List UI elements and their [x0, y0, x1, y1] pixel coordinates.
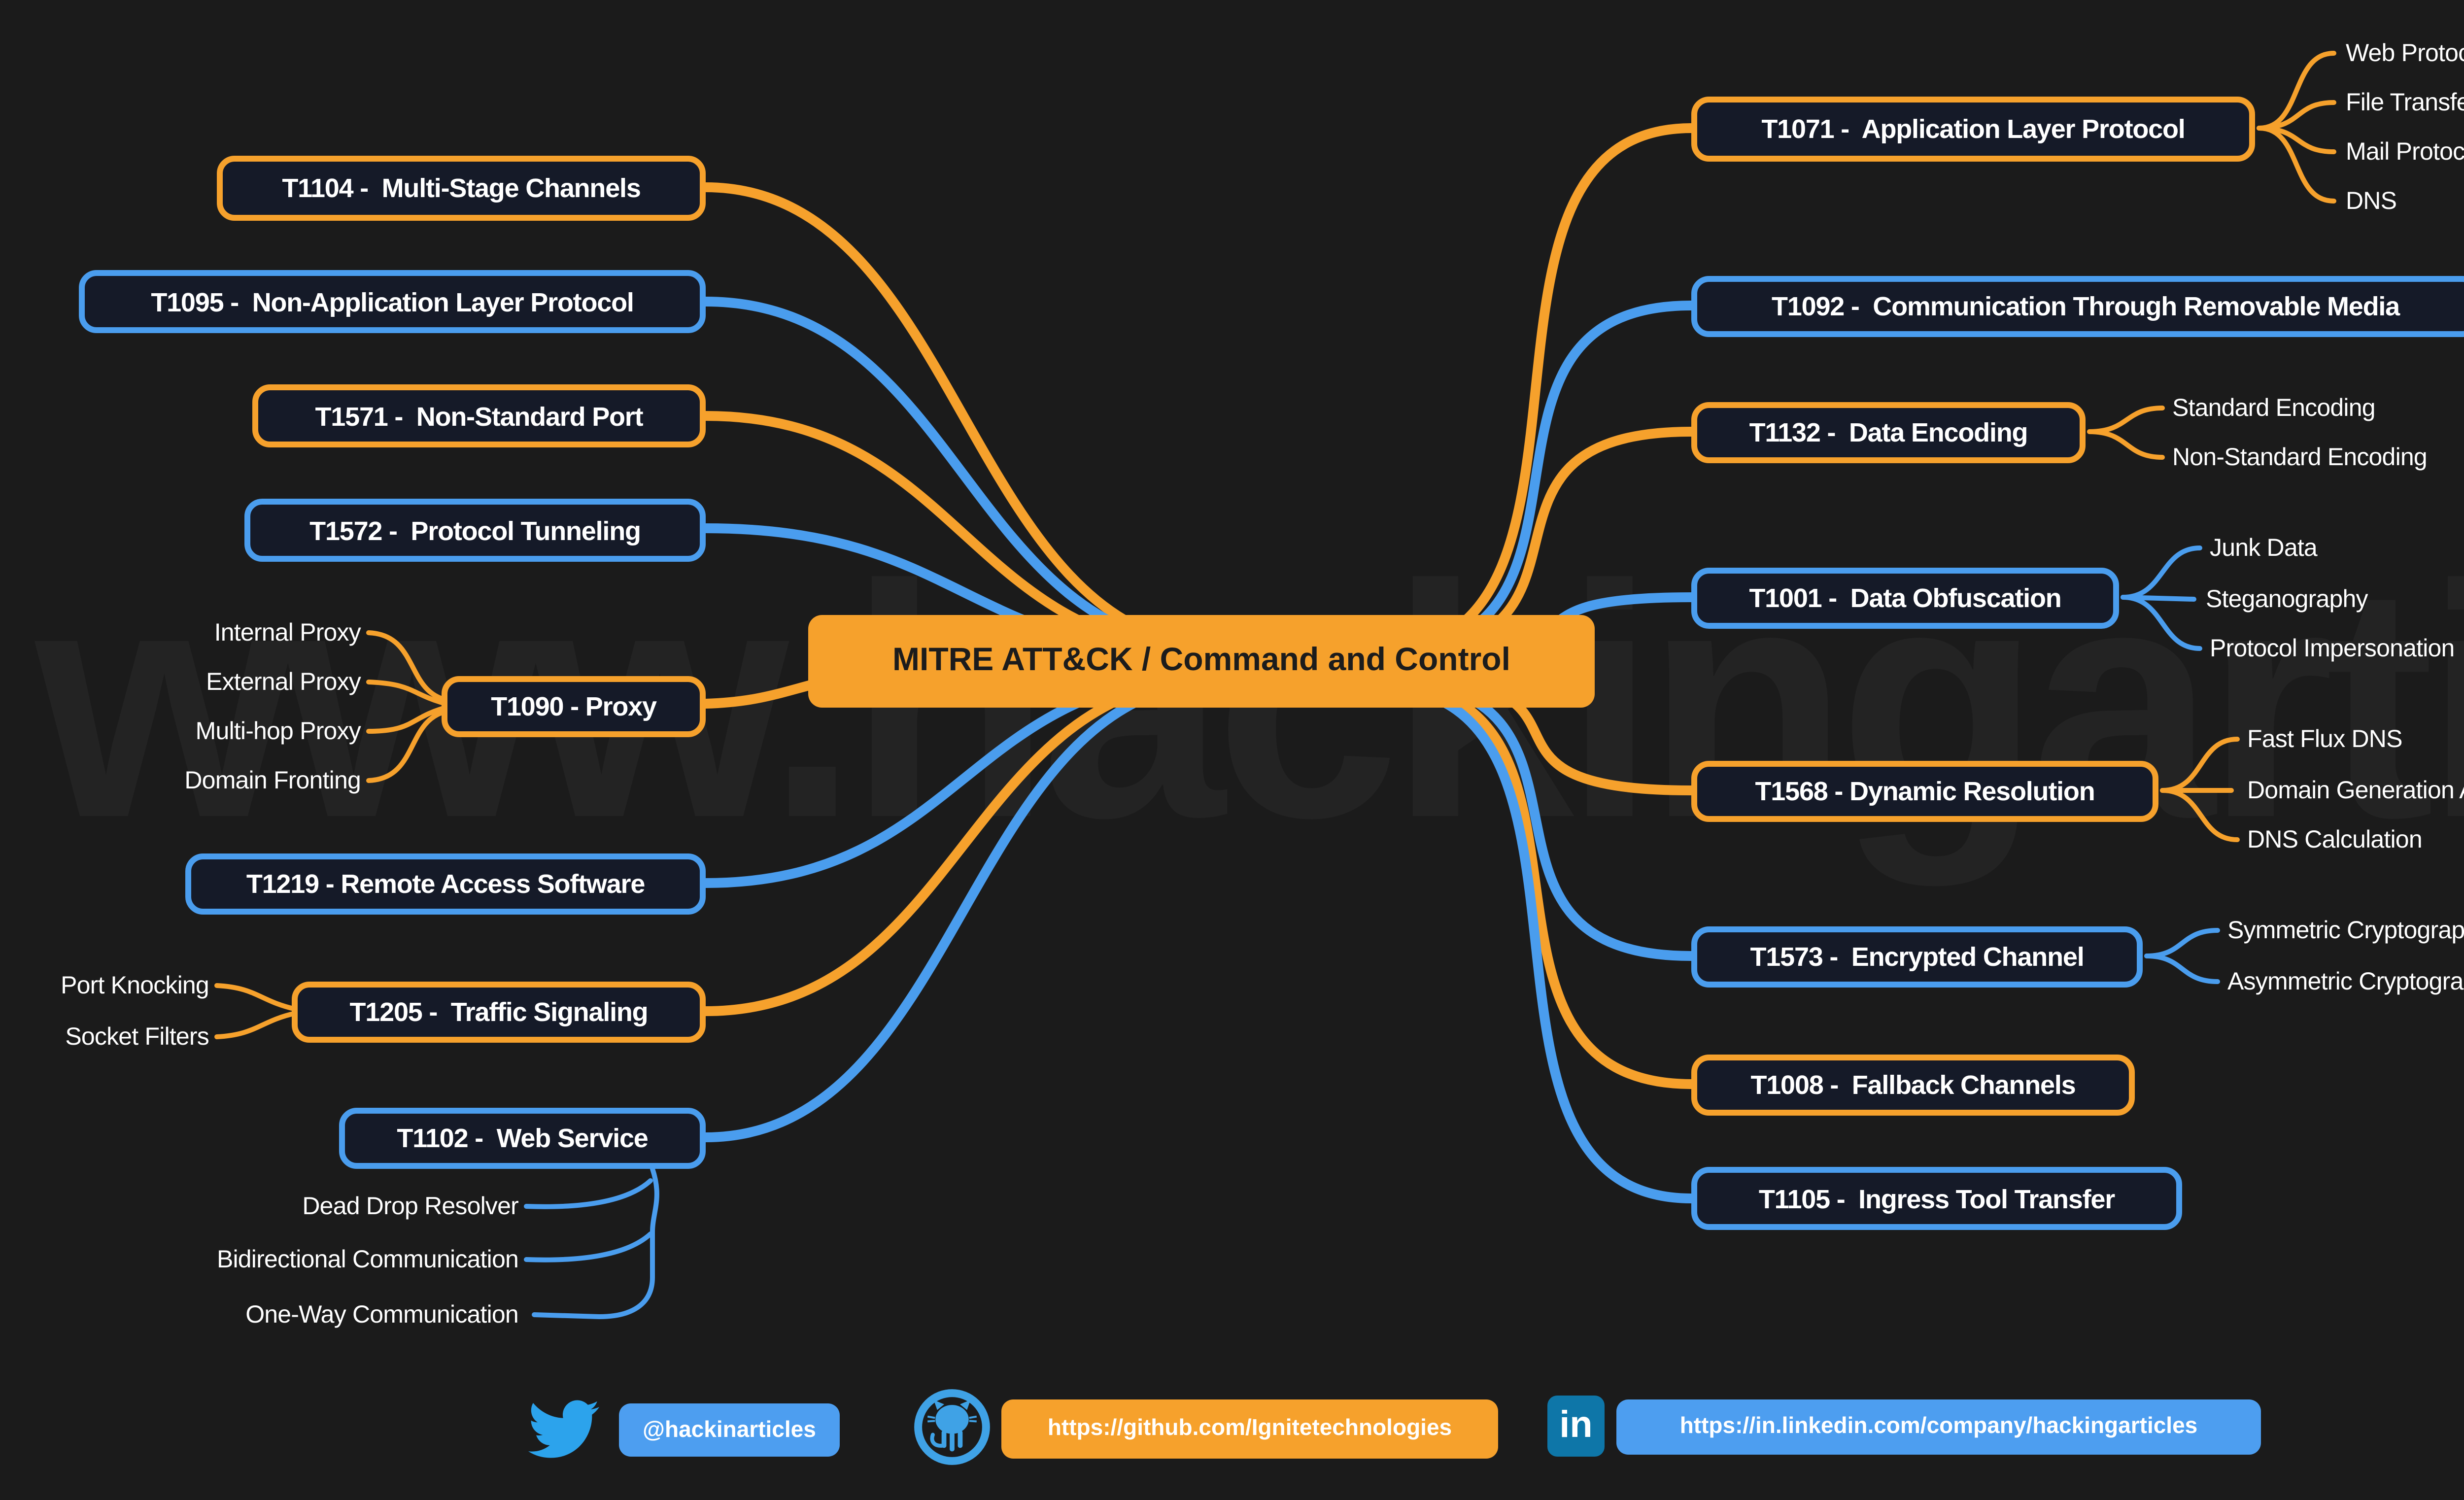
technique-node-t1092[interactable]: T1092 - Communication Through Removable …: [1691, 276, 2464, 337]
technique-label: T1092 - Communication Through Removable …: [1772, 292, 2400, 321]
subtechnique-label[interactable]: Domain Generation Algorithms: [2247, 777, 2464, 804]
subtechnique-label[interactable]: External Proxy: [206, 668, 361, 696]
subtechnique-label[interactable]: Symmetric Cryptography: [2227, 917, 2464, 944]
technique-node-t1105[interactable]: T1105 - Ingress Tool Transfer: [1691, 1167, 2182, 1230]
central-node[interactable]: MITRE ATT&CK / Command and Control: [808, 615, 1595, 708]
technique-node-t1205[interactable]: T1205 - Traffic Signaling: [292, 982, 706, 1043]
technique-label: T1008 - Fallback Channels: [1750, 1070, 2076, 1100]
twitter-icon: [528, 1400, 599, 1458]
subtechnique-label[interactable]: Protocol Impersonation: [2210, 635, 2455, 662]
subtechnique-label[interactable]: Steganography: [2206, 585, 2368, 613]
technique-label: T1102 - Web Service: [397, 1124, 649, 1153]
subtechnique-label[interactable]: Web Protocols: [2346, 39, 2464, 67]
subtechnique-label[interactable]: Port Knocking: [61, 972, 209, 999]
subtechnique-label[interactable]: Fast Flux DNS: [2247, 725, 2402, 753]
subtechnique-label[interactable]: Multi-hop Proxy: [195, 717, 361, 745]
subtechnique-label[interactable]: DNS Calculation: [2247, 826, 2423, 853]
technique-label: T1571 - Non-Standard Port: [315, 401, 644, 431]
subtechnique-label[interactable]: Mail Protocols: [2346, 138, 2464, 166]
central-node-label: MITRE ATT&CK / Command and Control: [892, 643, 1510, 678]
subtechnique-label[interactable]: Dead Drop Resolver: [302, 1193, 518, 1220]
technique-node-t1095[interactable]: T1095 - Non-Application Layer Protocol: [79, 270, 706, 333]
technique-label: T1095 - Non-Application Layer Protocol: [151, 287, 634, 316]
technique-node-t1132[interactable]: T1132 - Data Encoding: [1691, 402, 2086, 463]
linkedin-link-button[interactable]: https://in.linkedin.com/company/hackinga…: [1616, 1399, 2261, 1455]
twitter-handle-label: @hackinarticles: [643, 1418, 816, 1442]
technique-label: T1071 - Application Layer Protocol: [1761, 114, 2185, 144]
subtechnique-label[interactable]: Asymmetric Cryptography: [2227, 968, 2464, 995]
subtechnique-label[interactable]: Domain Fronting: [184, 767, 361, 794]
subtechnique-label[interactable]: Junk Data: [2210, 534, 2318, 562]
technique-node-t1102[interactable]: T1102 - Web Service: [339, 1108, 706, 1169]
subtechnique-label[interactable]: Bidirectional Communication: [216, 1246, 519, 1273]
technique-label: T1219 - Remote Access Software: [246, 869, 646, 899]
subtechnique-label[interactable]: Socket Filters: [65, 1023, 209, 1051]
subtechnique-label[interactable]: One-Way Communication: [245, 1301, 519, 1329]
github-icon: [914, 1389, 990, 1465]
technique-label: T1572 - Protocol Tunneling: [309, 515, 641, 545]
technique-label: T1132 - Data Encoding: [1749, 418, 2028, 447]
technique-node-t1001[interactable]: T1001 - Data Obfuscation: [1691, 568, 2119, 629]
subtechnique-label[interactable]: Internal Proxy: [214, 619, 361, 647]
technique-node-t1219[interactable]: T1219 - Remote Access Software: [185, 853, 706, 915]
linkedin-url-label: https://in.linkedin.com/company/hackinga…: [1679, 1415, 2198, 1439]
subtechnique-label[interactable]: Standard Encoding: [2172, 394, 2376, 422]
technique-node-t1573[interactable]: T1573 - Encrypted Channel: [1691, 926, 2143, 988]
technique-node-t1090[interactable]: T1090 - Proxy: [442, 676, 706, 737]
technique-node-t1571[interactable]: T1571 - Non-Standard Port: [252, 384, 706, 447]
twitter-handle-button[interactable]: @hackinarticles: [619, 1403, 840, 1457]
subtechnique-label[interactable]: File Transfer Protocols: [2346, 89, 2464, 116]
technique-label: T1573 - Encrypted Channel: [1750, 942, 2085, 972]
subtechnique-label[interactable]: Non-Standard Encoding: [2172, 443, 2428, 471]
technique-label: T1205 - Traffic Signaling: [349, 997, 649, 1027]
technique-node-t1008[interactable]: T1008 - Fallback Channels: [1691, 1055, 2135, 1116]
linkedin-icon: in: [1547, 1396, 1605, 1457]
technique-node-t1071[interactable]: T1071 - Application Layer Protocol: [1691, 97, 2255, 162]
technique-node-t1568[interactable]: T1568 - Dynamic Resolution: [1691, 761, 2158, 822]
technique-node-t1572[interactable]: T1572 - Protocol Tunneling: [244, 499, 706, 562]
technique-label: T1104 - Multi-Stage Channels: [282, 173, 641, 203]
technique-node-t1104[interactable]: T1104 - Multi-Stage Channels: [217, 156, 706, 221]
linkedin-glyph: in: [1559, 1404, 1593, 1446]
technique-label: T1105 - Ingress Tool Transfer: [1758, 1184, 2116, 1213]
subtechnique-label[interactable]: DNS: [2346, 187, 2397, 215]
github-link-button[interactable]: https://github.com/Ignitetechnologies: [1001, 1399, 1498, 1459]
technique-label: T1001 - Data Obfuscation: [1749, 583, 2061, 613]
technique-label: T1090 - Proxy: [491, 692, 657, 721]
technique-label: T1568 - Dynamic Resolution: [1755, 777, 2095, 806]
github-url-label: https://github.com/Ignitetechnologies: [1047, 1417, 1452, 1441]
